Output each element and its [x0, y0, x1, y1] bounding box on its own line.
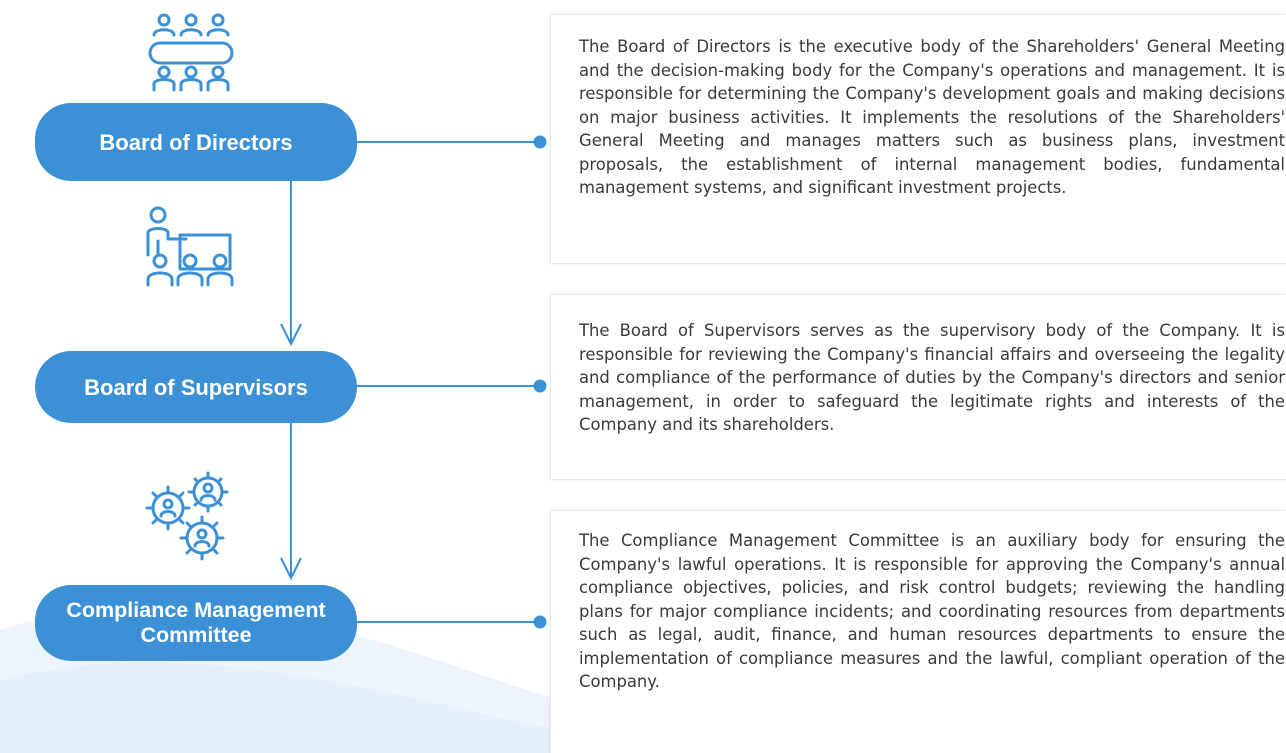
node-label: Compliance Management Committee: [66, 598, 326, 647]
description-text: The Board of Directors is the executive …: [579, 37, 1285, 197]
presenter-audience-icon: [146, 206, 234, 287]
node-board-of-supervisors: Board of Supervisors: [35, 351, 357, 423]
link-dot-3: [533, 615, 547, 629]
description-box-supervisors: The Board of Supervisors serves as the s…: [550, 294, 1286, 480]
flow-arrow-1: [280, 323, 302, 347]
description-text: The Compliance Management Committee is a…: [579, 531, 1285, 691]
node-compliance-management-committee: Compliance Management Committee: [35, 585, 357, 661]
description-text: The Board of Supervisors serves as the s…: [579, 321, 1285, 434]
node-label: Board of Directors: [99, 129, 293, 155]
description-box-compliance: The Compliance Management Committee is a…: [550, 510, 1286, 753]
link-dot-2: [533, 379, 547, 393]
node-label: Board of Supervisors: [84, 374, 308, 400]
node-board-of-directors: Board of Directors: [35, 103, 357, 181]
description-box-directors: The Board of Directors is the executive …: [550, 14, 1286, 264]
gears-people-icon: [145, 471, 229, 561]
meeting-table-icon: [148, 13, 234, 92]
link-dot-1: [533, 135, 547, 149]
flow-arrow-2: [280, 557, 302, 581]
